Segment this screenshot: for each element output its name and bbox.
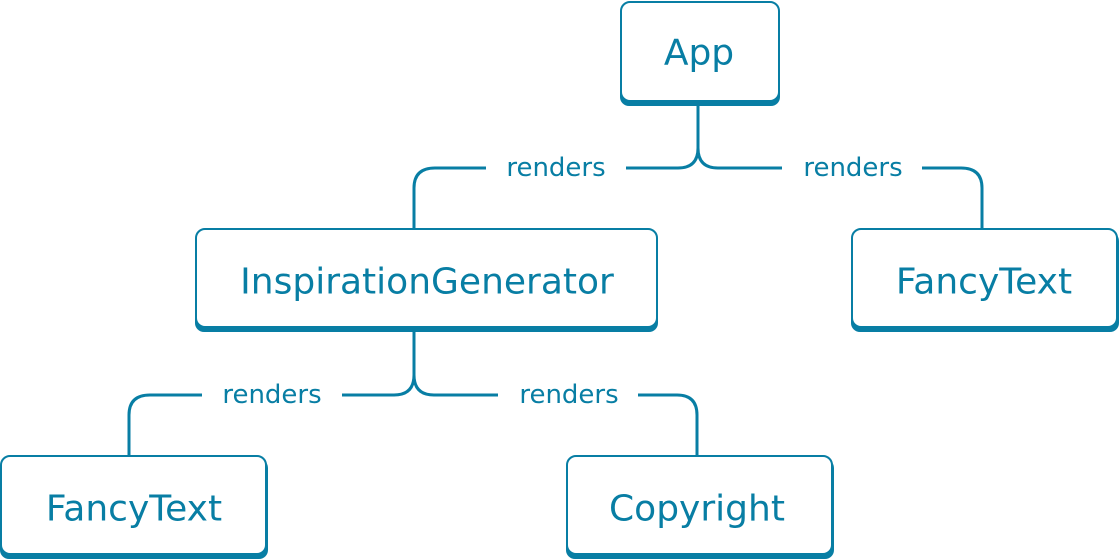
edge-line [412,374,699,456]
node-inspiration-generator: InspirationGenerator [195,228,658,332]
edge-label: renders [506,153,605,183]
node-fancy-text-bottom: FancyText [0,455,268,559]
edge-line [696,147,984,229]
edge-inspiration-generator-to-fancy-text: renders [127,331,416,456]
edge-label: renders [519,380,618,410]
node-fancy-text-top: FancyText [851,228,1119,332]
node-label: FancyText [46,489,222,530]
edge-app-to-inspiration-generator: renders [412,104,700,229]
edge-label: renders [222,380,321,410]
edge-app-to-fancy-text: renders [696,147,984,229]
node-label: Copyright [609,489,785,530]
node-copyright: Copyright [566,455,834,559]
node-label: App [664,33,734,74]
edge-inspiration-generator-to-copyright: renders [412,374,699,456]
node-app: App [620,1,780,106]
edge-label: renders [803,153,902,183]
node-label: InspirationGenerator [240,262,614,303]
node-label: FancyText [896,262,1072,303]
